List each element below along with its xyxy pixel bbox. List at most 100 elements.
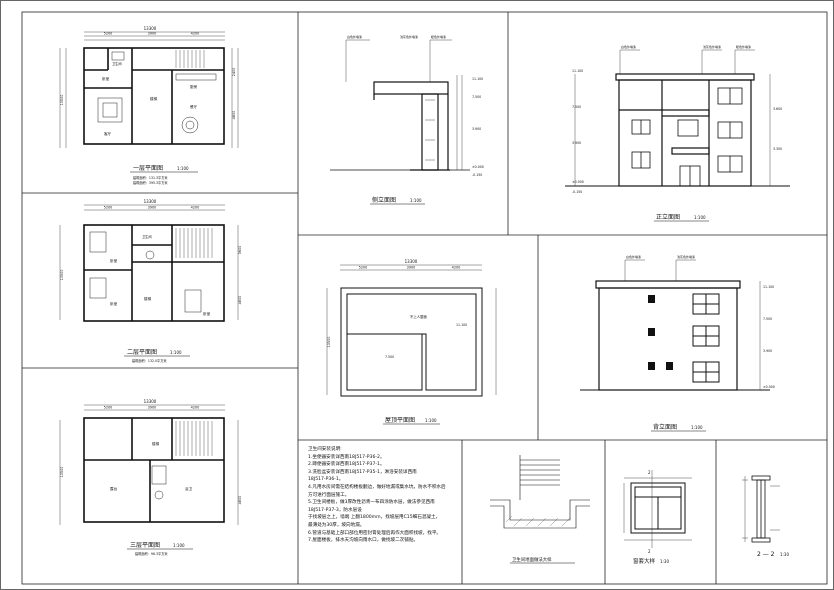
toilet-installation-notes: 卫生间安装说明: 1.坐便器安装详西南18J517-P36-2。 2.蹲便器安装…: [308, 446, 458, 578]
section-2-2-detail: 2 — 2 1:30: [742, 475, 789, 558]
panel-dividers: [22, 12, 827, 584]
window-section-mark-top: 2: [648, 470, 651, 475]
room-label-bedroom: 卧室: [102, 76, 110, 81]
notes-line: 于找坡层之上，墙端 上翻1800mm，找坡层用C15细石混凝土，: [308, 515, 441, 521]
front-elev-neg: -0.150: [572, 190, 582, 194]
front-elev-top: 11.100: [572, 69, 583, 73]
roof-elev-2: 7.500: [385, 355, 394, 359]
dim-depth-b: 4800: [232, 111, 236, 120]
room-label-living: 客厅: [104, 131, 112, 136]
floor-plan-2: 13300 5200 3900 4200 10500 3600 4800: [59, 199, 242, 363]
back-elevation: 白色外墙漆 浅灰色外墙漆 11.100 7.500 3.900 ±0.000 背…: [580, 254, 775, 432]
notes-line: 2.蹲便器安装详西南18J517-P37-1。: [308, 462, 385, 468]
side-elev-3: 3.900: [472, 127, 481, 131]
plan1-title: 一层平面图: [133, 165, 163, 172]
plan2-dim-seg3: 4200: [191, 206, 200, 210]
roof-dim-total: 13300: [405, 259, 418, 264]
roof-dim-depth: 10500: [327, 337, 331, 348]
front-elev-r1: 3.600: [773, 107, 782, 111]
roof-plan: 13300 5200 3900 4200 10500 不上人屋面 11.100 …: [326, 259, 497, 425]
plan2-dim-b: 4800: [238, 296, 242, 305]
plan3-dim-seg1: 5200: [104, 406, 113, 410]
roof-scale: 1:100: [425, 418, 437, 423]
notes-line: 18J517-P37-3，防水层设: [308, 507, 362, 513]
side-elevation: 白色外墙漆 浅灰色外墙漆 暖色外墙漆 11.100 7.500 3.900 ±0…: [330, 34, 484, 205]
notes-line: 3.洗脸盆安装详西南18J517-P35-1，淋浴安装详西南: [308, 469, 417, 475]
plan2-area: 建筑面积：132.0平方米: [132, 358, 167, 363]
toilet-detail-title: 卫生间地面做法大样: [512, 556, 552, 563]
dim-seg3: 4200: [191, 32, 200, 36]
back-elev-2: 7.500: [763, 317, 772, 321]
front-tag-3: 暖色外墙漆: [736, 44, 751, 49]
section-scale: 1:30: [780, 552, 789, 557]
plan2-dim-a: 3600: [238, 246, 242, 255]
notes-line: 4.凡用水房间需在结构楼板翻边，做好地漏或集水坑，防水不积水后: [308, 484, 446, 490]
dim-depth-a: 2400: [232, 68, 236, 77]
sheet-border: [21, 11, 828, 585]
room-label-kitchen: 厨房: [190, 84, 198, 89]
notes-title: 卫生间安装说明:: [308, 447, 342, 452]
plan2-dim-total: 13300: [144, 199, 157, 204]
plan1-scale: 1:100: [177, 166, 189, 171]
dim-seg1: 5200: [104, 32, 113, 36]
plan3-dim-total: 13300: [144, 399, 157, 404]
plan1-area-2: 建筑面积：395.3平方米: [133, 180, 168, 185]
plan3-room-stair: 楼梯: [152, 441, 160, 446]
window-section-mark-bottom: 2: [648, 549, 651, 554]
section-title: 2 — 2: [757, 551, 775, 558]
plan2-room-toilet: 卫生间: [142, 234, 152, 239]
plan1-area-1: 建筑面积：131.3平方米: [133, 175, 168, 180]
side-elev-top: 11.100: [472, 77, 483, 81]
window-detail-title: 窗套大样: [633, 557, 656, 565]
front-title: 正立面图: [656, 213, 680, 221]
side-tag-3: 暖色外墙漆: [431, 34, 446, 39]
dim-seg2: 3900: [148, 32, 157, 36]
plan3-title: 三层平面图: [130, 542, 160, 549]
roof-dim-seg1: 5200: [359, 266, 368, 270]
toilet-floor-detail: 卫生间地面做法大样: [490, 455, 590, 564]
front-tag-2: 浅灰色外墙漆: [703, 44, 721, 49]
dim-depth: 10500: [60, 95, 64, 106]
plan2-room-bedroom-b: 卧室: [110, 301, 118, 306]
plan2-dim-seg1: 5200: [104, 206, 113, 210]
front-elevation: 白色外墙漆 浅灰色外墙漆 暖色外墙漆 11.100 7.500 3.900 ±0…: [565, 44, 790, 222]
room-label-stair: 楼梯: [150, 96, 158, 101]
front-elev-r2: 3.300: [773, 147, 782, 151]
plan2-scale: 1:100: [170, 350, 182, 355]
back-elev-0: ±0.000: [763, 385, 775, 389]
side-scale: 1:100: [410, 198, 422, 203]
plan3-dim-a: 4800: [238, 496, 242, 505]
plan2-room-bedroom-a: 卧室: [110, 258, 118, 263]
roof-dim-seg3: 4200: [452, 266, 461, 270]
plan3-room-bath: 浴卫: [185, 486, 193, 491]
side-title: 侧立面图: [372, 196, 396, 204]
back-tag-2: 浅灰色外墙漆: [677, 254, 695, 259]
roof-dim-seg2: 3900: [407, 266, 416, 270]
plan2-title: 二层平面图: [127, 349, 157, 356]
notes-line: 18J517-P36-1。: [308, 477, 344, 483]
back-elev-3: 3.900: [763, 349, 772, 353]
plan3-room-terrace: 露台: [110, 486, 118, 491]
side-tag-1: 白色外墙漆: [347, 34, 362, 39]
plan3-dim-seg3: 4200: [191, 406, 200, 410]
front-elev-2: 7.500: [572, 105, 581, 109]
notes-line: 方可进行面层施工。: [308, 492, 350, 498]
front-elev-3: 3.900: [572, 141, 581, 145]
plan2-dim-seg2: 3900: [148, 206, 157, 210]
back-tag-1: 白色外墙漆: [626, 254, 641, 259]
side-elev-2: 7.500: [472, 95, 481, 99]
roof-title: 屋顶平面图: [385, 417, 415, 424]
side-elev-0: ±0.000: [472, 165, 484, 169]
roof-note: 不上人屋面: [410, 314, 428, 319]
front-elev-0: ±0.000: [572, 180, 584, 184]
back-title: 背立面图: [653, 423, 677, 431]
window-detail-scale: 1:30: [660, 559, 669, 564]
room-label-toilet: 卫生间: [112, 61, 122, 66]
plan3-dim-seg2: 3900: [148, 406, 157, 410]
plan2-dim-depth: 10500: [60, 270, 64, 281]
front-tag-1: 白色外墙漆: [621, 44, 636, 49]
back-elev-top: 11.100: [763, 285, 774, 289]
plan2-room-bedroom-c: 卧室: [203, 311, 211, 316]
window-detail: 2 2 窗套大样 1:30: [623, 470, 692, 565]
